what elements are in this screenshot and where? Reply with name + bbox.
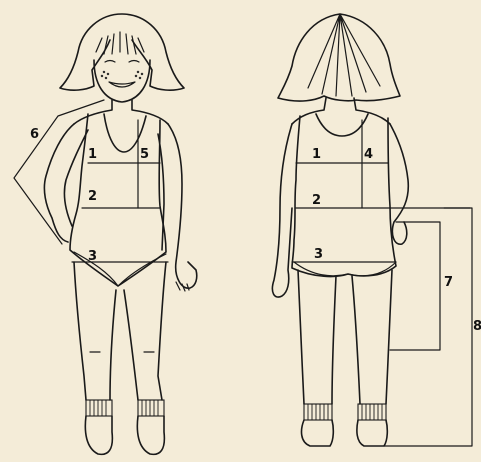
- front-right-hand: [176, 282, 189, 291]
- front-left-arm: [44, 124, 88, 242]
- back-label-8: 8: [473, 319, 481, 334]
- back-legs: [298, 270, 392, 404]
- back-right-arm: [390, 124, 408, 244]
- front-label-2: 2: [88, 189, 97, 204]
- back-swimsuit: [292, 114, 396, 276]
- back-shoes: [302, 420, 388, 446]
- back-left-arm: [272, 124, 292, 297]
- front-freckles: [101, 71, 143, 79]
- back-label-1: 1: [312, 147, 321, 162]
- front-socks: [86, 400, 164, 416]
- front-label-3: 3: [88, 249, 97, 264]
- front-label-1: 1: [88, 147, 97, 162]
- front-hair: [60, 14, 184, 90]
- front-label-6: 6: [30, 127, 39, 142]
- front-smile: [109, 82, 135, 87]
- front-shoes: [85, 416, 164, 454]
- back-line-7: [390, 222, 440, 350]
- front-arm-line-6: [14, 100, 104, 244]
- front-label-5: 5: [140, 147, 149, 162]
- back-label-3: 3: [314, 247, 323, 262]
- back-label-7: 7: [444, 275, 453, 290]
- front-bangs: [96, 32, 144, 54]
- front-right-arm: [158, 124, 197, 288]
- front-face: [94, 60, 150, 102]
- front-figure: 1 2 3 5 6: [14, 14, 197, 454]
- front-legs: [74, 262, 166, 400]
- back-neck: [292, 98, 390, 124]
- front-swimsuit: [70, 114, 166, 286]
- back-socks: [304, 404, 386, 420]
- back-label-4: 4: [364, 147, 373, 162]
- back-label-2: 2: [312, 193, 321, 208]
- front-eyes: [105, 61, 139, 63]
- back-figure: 1 2 3 4 7 8: [272, 14, 481, 446]
